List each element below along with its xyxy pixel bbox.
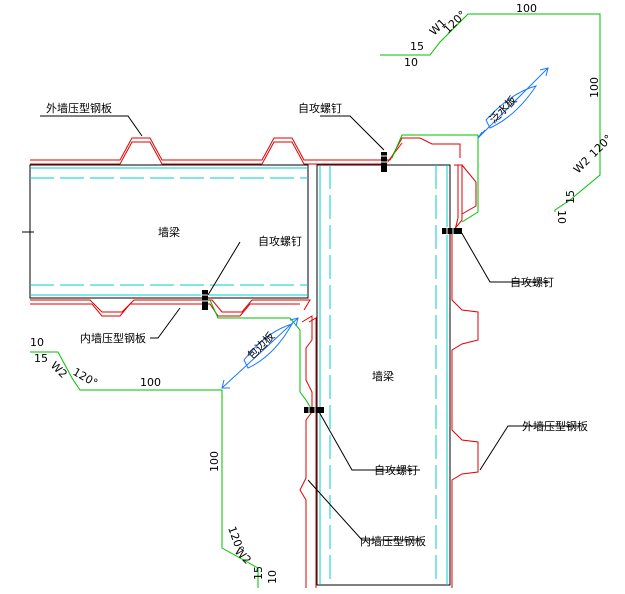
screw-top — [380, 152, 388, 172]
dim-w2-bottom-100: 100 — [208, 451, 221, 472]
dim-w1-top-100: 100 — [516, 2, 537, 15]
dim-w1-angle: 120° — [441, 8, 469, 36]
label-screw-bottom: 自攻螺钉 — [374, 463, 418, 477]
flashing-w2 — [30, 299, 313, 588]
screw-bottom — [304, 406, 324, 414]
dim-w2-right-10: 10 — [555, 210, 568, 224]
dim-w1-right-100: 100 — [588, 77, 601, 98]
dim-w2-right-angle: 120° — [587, 132, 615, 160]
leader-lines — [40, 115, 580, 541]
label-inner-panel-left: 内墙压型钢板 — [80, 331, 146, 345]
flashing-inner-callout — [221, 317, 299, 389]
label-outer-panel-top: 外墙压型钢板 — [46, 101, 112, 115]
wall-beam-horizontal — [22, 164, 309, 299]
dim-w2-left-angle: 120° — [71, 365, 100, 390]
outer-panel-top — [30, 137, 461, 165]
dim-w2-left-100: 100 — [140, 376, 161, 389]
label-flashing-inner: 包边板 — [244, 329, 277, 362]
label-inner-panel-bottom: 内墙压型钢板 — [360, 534, 426, 548]
label-screw-top: 自攻螺钉 — [298, 101, 342, 115]
label-outer-panel-right: 外墙压型钢板 — [522, 419, 588, 433]
flashing-outer-callout — [477, 67, 549, 139]
dim-w2-left-code: W2 — [48, 359, 70, 381]
dim-w2-bottom-15: 15 — [252, 566, 265, 580]
dim-w1-10: 10 — [404, 56, 418, 69]
inner-panel-left — [30, 299, 311, 317]
label-screw-left: 自攻螺钉 — [258, 234, 302, 248]
dim-w2-left-15: 15 — [34, 352, 48, 365]
screw-right — [442, 227, 462, 235]
dim-w2-left-10: 10 — [30, 336, 44, 349]
flashing-w1 — [380, 13, 601, 223]
label-beam-left: 墙梁 — [158, 225, 180, 239]
dim-w2-right-15: 15 — [564, 190, 577, 204]
dim-w1-15: 15 — [410, 40, 424, 53]
dim-w2-right-code: W2 — [571, 154, 593, 176]
screw-left — [201, 290, 209, 310]
inner-panel-vertical — [299, 315, 317, 588]
label-screw-right: 自攻螺钉 — [510, 275, 554, 289]
dim-w2-bottom-10: 10 — [266, 570, 279, 584]
label-beam-right: 墙梁 — [372, 369, 394, 383]
